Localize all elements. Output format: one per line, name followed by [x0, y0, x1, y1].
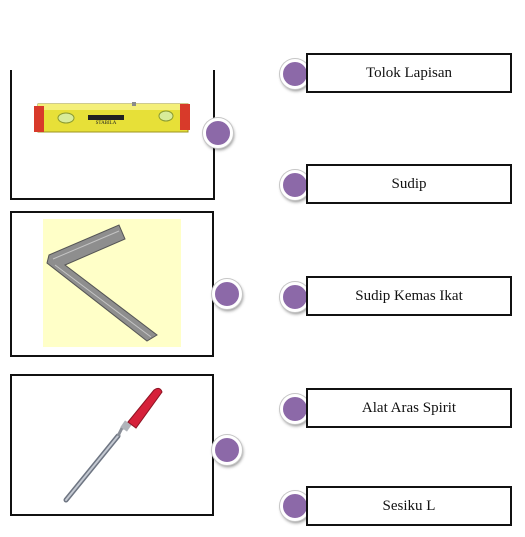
- spirit-level-icon: STABILA: [34, 102, 190, 133]
- level-brand-text: STABILA: [96, 121, 117, 126]
- label-dot-3[interactable]: [280, 282, 310, 312]
- image-dot-3[interactable]: [212, 435, 242, 465]
- image-dot-2[interactable]: [212, 279, 242, 309]
- label-tolok-lapisan[interactable]: Tolok Lapisan: [306, 53, 512, 93]
- label-alat-aras-spirit[interactable]: Alat Aras Spirit: [306, 388, 512, 428]
- picture-box-trowel: [10, 374, 214, 516]
- label-dot-4[interactable]: [280, 394, 310, 424]
- label-sesiku-l[interactable]: Sesiku L: [306, 486, 512, 526]
- picture-box-spirit-level: STABILA: [10, 70, 215, 200]
- picture-box-l-square: [10, 211, 214, 357]
- image-dot-1[interactable]: [203, 118, 233, 148]
- label-sudip-kemas-ikat[interactable]: Sudip Kemas Ikat: [306, 276, 512, 316]
- pointing-trowel-icon: [63, 387, 163, 503]
- label-dot-5[interactable]: [280, 491, 310, 521]
- l-square-icon: [43, 219, 181, 347]
- label-sudip[interactable]: Sudip: [306, 164, 512, 204]
